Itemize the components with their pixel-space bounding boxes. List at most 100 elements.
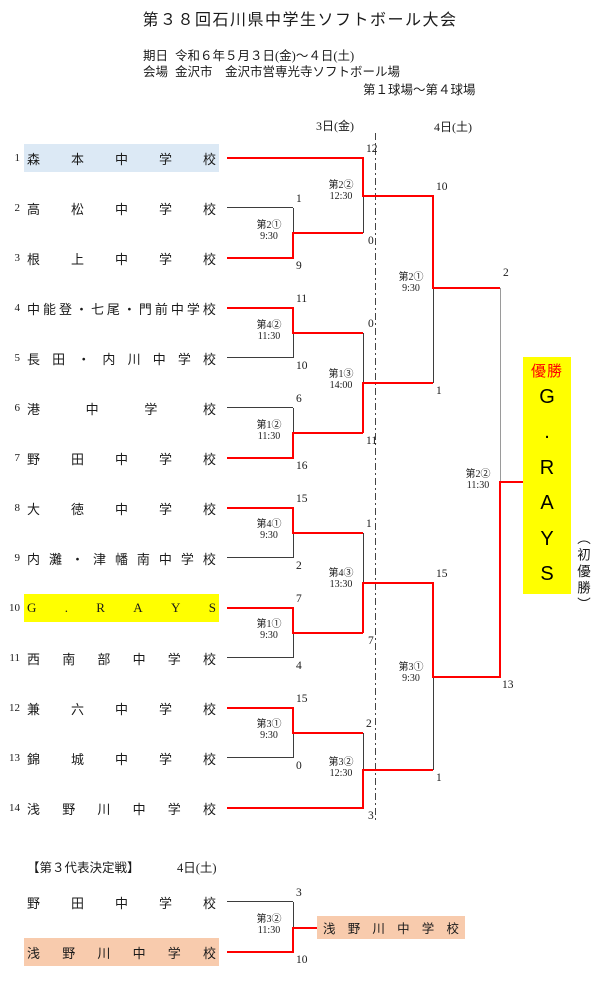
match-score: 7 [296, 593, 302, 605]
match-score: 1 [436, 772, 442, 784]
match-score: 2 [296, 560, 302, 572]
bracket-line [432, 582, 434, 678]
team-name: 錦城中学校 [27, 751, 216, 767]
match-score: 1 [436, 385, 442, 397]
team-seed: 14 [9, 802, 20, 814]
match-score: 15 [436, 568, 448, 580]
bracket-line [293, 232, 363, 234]
bracket-line [227, 507, 293, 509]
bracket-line [362, 157, 364, 197]
team-seed: 1 [14, 152, 21, 164]
match-score: 1 [366, 518, 372, 530]
bracket-line [227, 557, 293, 558]
bracket-line [292, 507, 294, 534]
venue-fields: 第１球場～第４球場 [363, 83, 476, 97]
team-seed: 3 [14, 252, 21, 264]
bracket-line [363, 733, 364, 770]
match-score: 4 [296, 660, 302, 672]
bracket-line [227, 901, 293, 902]
match-score: 16 [296, 460, 308, 472]
match-score: 12 [366, 143, 378, 155]
team-seed: 9 [14, 552, 21, 564]
team-name: 根上中学校 [27, 251, 216, 267]
match-score: 11 [366, 435, 378, 447]
bracket-line [362, 382, 364, 433]
bracket-line [292, 432, 294, 459]
day1-header: 3日(金) [316, 119, 354, 133]
bracket-line [227, 757, 293, 758]
team-row: 野田中学校 [0, 887, 219, 917]
bracket-line [293, 633, 294, 658]
match-score: 7 [368, 635, 374, 647]
bracket-line [500, 481, 524, 483]
bracket-line [363, 769, 433, 771]
bracket-line [227, 657, 293, 658]
bracket-line [433, 287, 500, 289]
bracket-line [227, 257, 293, 259]
bracket-line [363, 382, 433, 384]
bracket-line [292, 927, 294, 953]
match-score: 0 [368, 235, 374, 247]
team-name: 長田・内川中学校 [27, 351, 216, 367]
match-score: 3 [296, 887, 302, 899]
team-seed: 4 [14, 302, 21, 314]
bracket-line [499, 481, 501, 678]
bracket-line [293, 533, 294, 558]
match-score: 2 [503, 267, 509, 279]
match-score: 15 [296, 693, 308, 705]
bracket-line [293, 927, 319, 929]
bracket-line [292, 707, 294, 734]
bracket-line [227, 807, 363, 809]
team-name: 港中学校 [27, 401, 216, 417]
team-name: 野田中学校 [27, 451, 216, 467]
bracket-line [292, 307, 294, 334]
match-score: 10 [296, 360, 308, 372]
bracket-line [433, 676, 500, 678]
bracket-line [227, 951, 293, 953]
bracket-line [293, 632, 363, 634]
team-name: 高松中学校 [27, 201, 216, 217]
bracket-line [293, 208, 294, 233]
third-place-winner: 浅野川中学校 [317, 916, 465, 939]
page-title: 第３８回石川県中学生ソフトボール大会 [142, 12, 458, 29]
match-score: 13 [502, 679, 514, 691]
bracket-line [227, 607, 293, 609]
team-name: 浅野川中学校 [24, 938, 219, 966]
third-place-header: 【第３代表決定戦】 [27, 861, 140, 875]
venue-label: 会場 [143, 65, 169, 79]
venue-value: 金沢市 金沢市営専光寺ソフトボール場 [175, 65, 401, 79]
bracket-line [293, 902, 294, 928]
match-score: 10 [296, 954, 308, 966]
team-seed: 5 [14, 352, 21, 364]
team-name: 大徳中学校 [27, 501, 216, 517]
bracket-line [227, 407, 293, 408]
match-score: 3 [368, 810, 374, 822]
bracket-line [362, 582, 364, 633]
bracket-line [293, 333, 294, 358]
champion-label: 優勝 [530, 364, 563, 380]
match-score: 9 [296, 260, 302, 272]
bracket-line [433, 288, 434, 383]
bracket-line [292, 232, 294, 259]
